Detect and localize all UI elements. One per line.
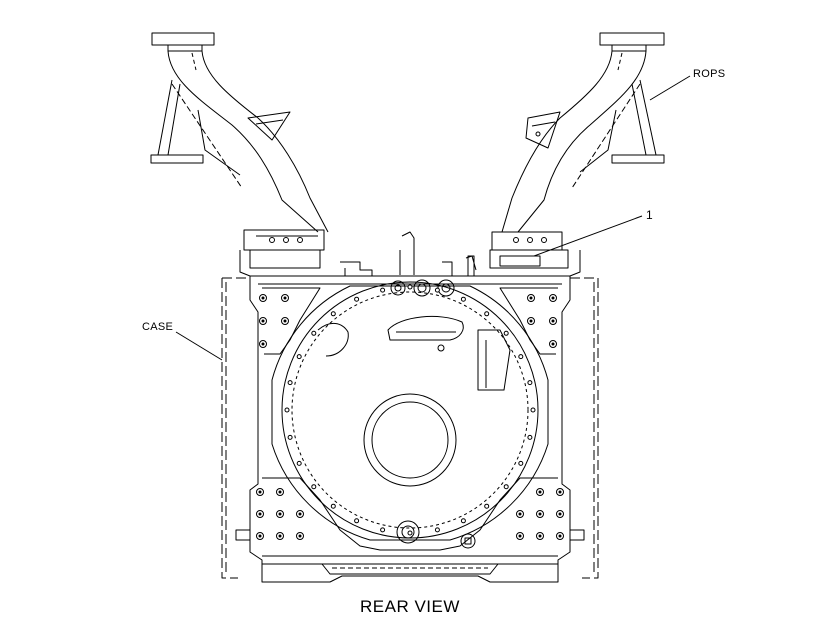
ring-bolt — [381, 528, 385, 532]
pad-bolt-center — [262, 297, 264, 299]
pad-bolt-center — [559, 513, 561, 515]
pad-bolt-center — [279, 513, 281, 515]
ring-bolt — [461, 519, 465, 523]
pad-bolt-center — [279, 491, 281, 493]
ring-bolt — [485, 504, 489, 508]
pad-bolt-center — [284, 297, 286, 299]
ring-bolt — [528, 381, 532, 385]
pad-bolt-center — [259, 513, 261, 515]
case-leader — [176, 332, 222, 360]
pad-bolt-center — [519, 535, 521, 537]
ring-bolt — [504, 331, 508, 335]
case-label: CASE — [142, 321, 174, 333]
item-1-leader — [534, 216, 642, 256]
ring-bolt — [331, 312, 335, 316]
ring-bolt — [297, 461, 301, 465]
pad-bolt-center — [539, 535, 541, 537]
ring-bolt — [288, 435, 292, 439]
ring-bolt — [408, 285, 412, 289]
bottom-ports — [397, 521, 475, 548]
ring-bolt — [312, 485, 316, 489]
pad-bolt-center — [262, 320, 264, 322]
rops-post-right — [490, 33, 664, 268]
pad-bolt-center — [530, 320, 532, 322]
pad-bolt-center — [284, 320, 286, 322]
center-top-fittings — [340, 232, 476, 276]
case-body — [236, 250, 584, 582]
pad-bolt-center — [530, 297, 532, 299]
pad-bolt-center — [519, 513, 521, 515]
ring-bolt — [381, 288, 385, 292]
case-hidden-outline — [222, 278, 598, 578]
ring-bolt — [408, 531, 412, 535]
ring-bolt — [285, 408, 289, 412]
pad-bolt-center — [539, 513, 541, 515]
rops-label: ROPS — [693, 68, 726, 80]
pad-bolt-center — [259, 491, 261, 493]
ring-bolt — [355, 519, 359, 523]
pad-bolt-center — [299, 513, 301, 515]
ring-bolt — [485, 312, 489, 316]
housing-ring — [272, 282, 548, 540]
pad-bolt-center — [539, 491, 541, 493]
ring-bolt — [504, 485, 508, 489]
pad-bolt-center — [559, 491, 561, 493]
ring-bolt — [312, 331, 316, 335]
pad-bolt-center — [259, 535, 261, 537]
pad-bolt-center — [262, 343, 264, 345]
ring-bolt — [355, 297, 359, 301]
ring-bolt — [331, 504, 335, 508]
rops-post-left — [151, 33, 328, 268]
ring-bolt — [288, 381, 292, 385]
ring-bolt — [519, 461, 523, 465]
ring-bolt-pattern — [285, 285, 535, 535]
ring-bolt — [528, 435, 532, 439]
ring-bolt — [531, 408, 535, 412]
ring-bolt — [435, 288, 439, 292]
view-title: REAR VIEW — [360, 597, 460, 616]
inner-bore — [318, 316, 510, 486]
ring-bolt — [519, 355, 523, 359]
corner-bolt-pads — [257, 295, 564, 540]
rops-leader — [650, 76, 690, 100]
ring-bolt — [461, 297, 465, 301]
pad-bolt-center — [299, 535, 301, 537]
pad-bolt-center — [559, 535, 561, 537]
ring-bolt — [297, 355, 301, 359]
pad-bolt-center — [552, 297, 554, 299]
pad-bolt-center — [552, 320, 554, 322]
ring-bolt — [435, 528, 439, 532]
item-1-label: 1 — [646, 208, 653, 222]
pad-bolt-center — [552, 343, 554, 345]
pad-bolt-center — [279, 535, 281, 537]
leader-lines — [176, 76, 690, 360]
